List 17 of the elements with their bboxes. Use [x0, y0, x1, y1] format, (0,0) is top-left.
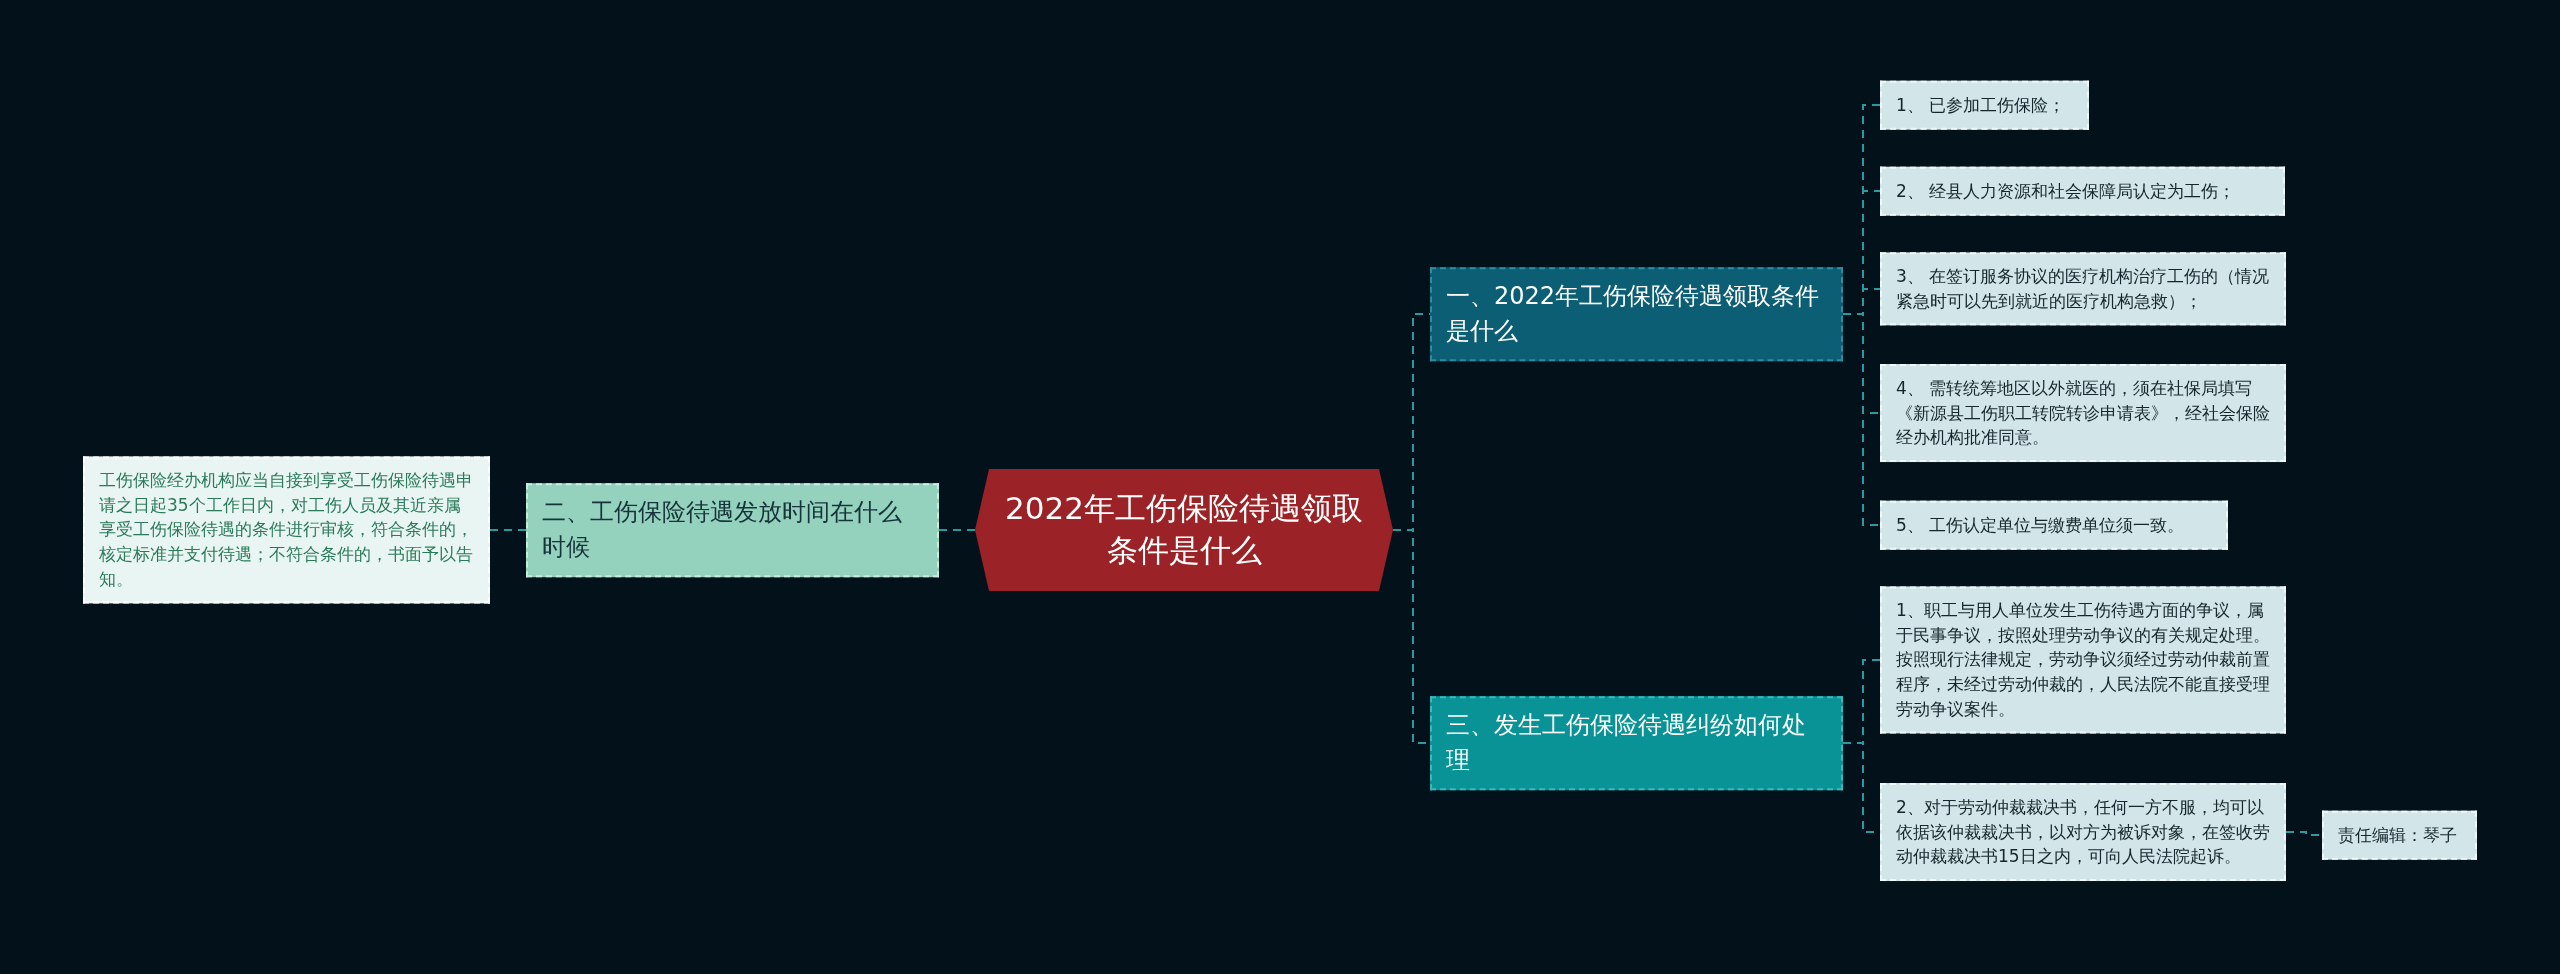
detail-box: 4、 需转统筹地区以外就医的，须在社保局填写《新源县工伤职工转院转诊申请表》，经社会保险经办机构批准同意。 — [1880, 364, 2286, 462]
detail-box: 2、对于劳动仲裁裁决书，任何一方不服，均可以依据该仲裁裁决书，以对方为被诉对象，在签收劳动仲裁裁决书15日之内，可向人民法院起诉。 — [1880, 783, 2286, 881]
topic-box: 二、工伤保险待遇发放时间在什么时候 — [526, 483, 939, 577]
detail-box: 5、 工伤认定单位与缴费单位须一致。 — [1880, 500, 2228, 550]
detail-box: 2、 经县人力资源和社会保障局认定为工伤； — [1880, 166, 2285, 216]
topic-hexagon — [975, 469, 1393, 591]
topic-title: 2022年工伤保险待遇领取条件是什么 — [1005, 489, 1363, 570]
detail-box: 1、职工与用人单位发生工伤待遇方面的争议，属于民事争议，按照处理劳动争议的有关规定处理。按照现行法律规定，劳动争议须经过劳动仲裁前置程序，未经过劳动仲裁的，人民法院不能直接受理劳动争议案件。 — [1880, 586, 2286, 734]
topic-box: 三、发生工伤保险待遇纠纷如何处理 — [1430, 696, 1843, 790]
detail-box: 3、 在签订服务协议的医疗机构治疗工伤的（情况紧急时可以先到就近的医疗机构急救）； — [1880, 252, 2286, 326]
connector-line — [1842, 313, 1881, 526]
connector-line — [938, 529, 976, 531]
detail-box: 工伤保险经办机构应当自接到享受工伤保险待遇申请之日起35个工作日内，对工伤人员及其近亲属享受工伤保险待遇的条件进行审核，符合条件的，核定标准并支付待遇；不符合条件的，书面予以告知。 — [83, 456, 490, 604]
detail-box: 责任编辑：琴子 — [2322, 810, 2477, 860]
detail-box: 1、 已参加工伤保险； — [1880, 80, 2089, 130]
topic-box: 一、2022年工伤保险待遇领取条件是什么 — [1430, 267, 1843, 361]
connector-line — [489, 529, 527, 531]
